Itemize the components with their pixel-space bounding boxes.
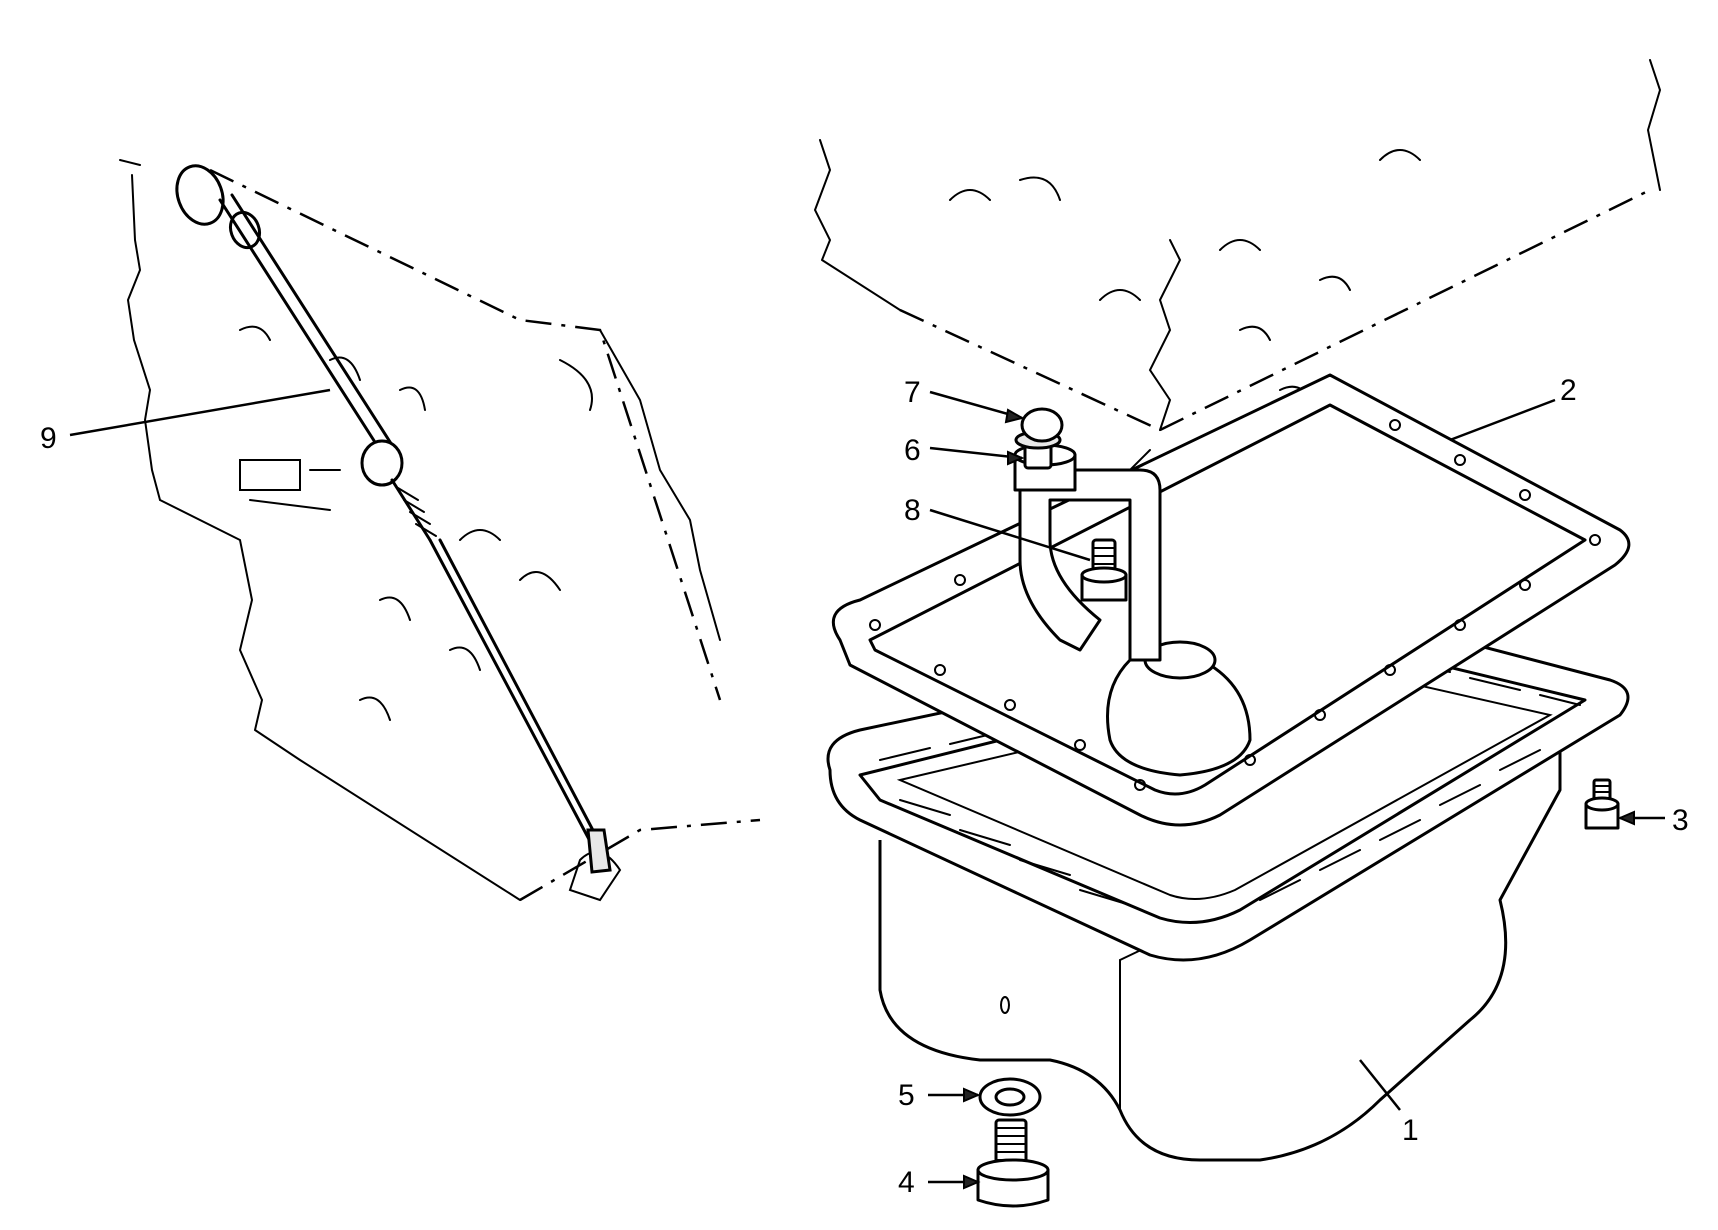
oil-pan-bolt (1584, 778, 1620, 830)
engine-block-right (813, 59, 1662, 432)
gasket-bolt-holes (869, 419, 1601, 791)
leader-2 (1449, 398, 1556, 442)
callout-leaders (69, 388, 1665, 1190)
callout-label-9: 9 (40, 422, 57, 455)
engine-block-left (119, 159, 761, 902)
callout-label-4: 4 (898, 1166, 915, 1199)
drain-plug (976, 1118, 1050, 1208)
callout-label-6: 6 (904, 434, 921, 467)
callout-label-7: 7 (904, 376, 921, 409)
callout-label-2: 2 (1560, 374, 1577, 407)
leader-8 (929, 508, 1091, 562)
oil-pan-gasket (831, 373, 1631, 827)
leader-9 (69, 388, 331, 437)
pickup-bolt-and-washer (1014, 407, 1064, 470)
dipstick (175, 164, 612, 874)
leader-1 (1359, 1059, 1401, 1111)
drain-plug-gasket (978, 1077, 1042, 1117)
callout-label-8: 8 (904, 494, 921, 527)
pickup-nut (1080, 538, 1128, 602)
callout-label-3: 3 (1672, 804, 1689, 837)
callout-label-5: 5 (898, 1079, 915, 1112)
callout-labels: 9 7 6 8 2 3 5 4 1 (40, 374, 1689, 1199)
leader-6 (929, 446, 1023, 460)
callout-label-1: 1 (1402, 1114, 1419, 1147)
